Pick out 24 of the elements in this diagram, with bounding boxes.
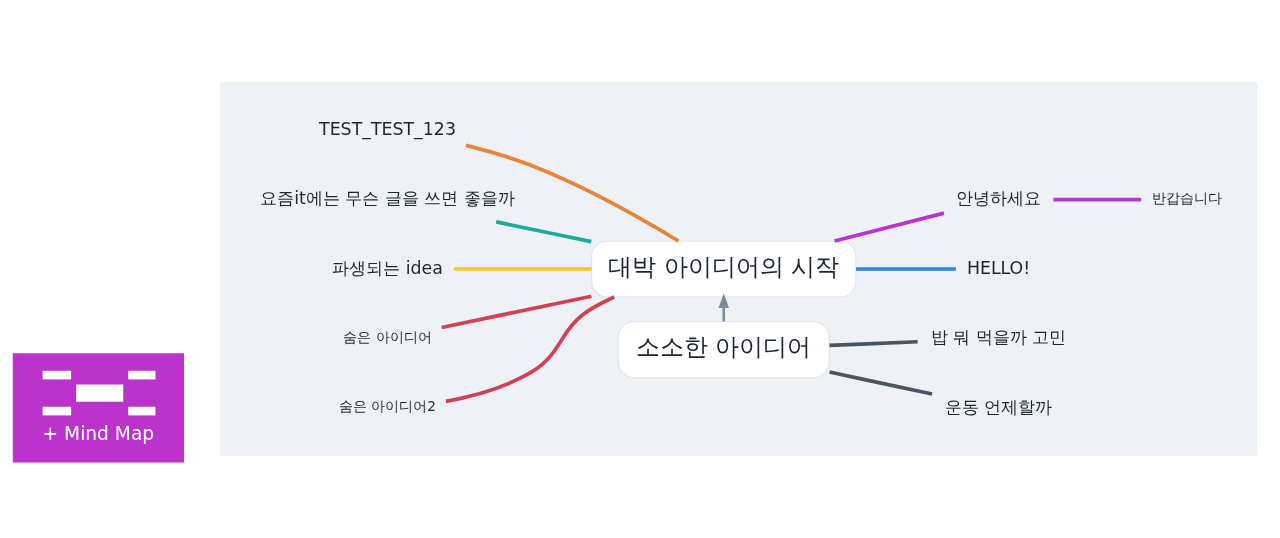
connector (856, 267, 956, 271)
connector (495, 220, 592, 244)
connector (453, 267, 592, 271)
connector (445, 295, 615, 404)
node-box: 소소한 아이디어 (617, 321, 830, 379)
node-text: 파생되는 idea (332, 257, 443, 278)
node-text: 숨은 아이디어2 (339, 398, 437, 415)
connector (1053, 197, 1142, 202)
connector (834, 211, 945, 243)
node-text: HELLO! (966, 257, 1031, 278)
node-text: 요즘it에는 무슨 글을 쓰면 좋을까 (260, 188, 515, 209)
connector (441, 294, 592, 330)
node-text: 밥 뭐 먹을까 고민 (930, 327, 1067, 348)
node-text: 반갑습니다 (1151, 189, 1222, 206)
node-text: TEST_TEST_123 (319, 118, 456, 139)
node-text: 숨은 아이디어 (343, 328, 432, 345)
node-box: 대박 아이디어의 시작 (591, 240, 857, 298)
node-text: 안녕하세요 (956, 188, 1042, 209)
connector (829, 370, 933, 396)
node-box: + Mind Map (12, 353, 185, 463)
cluster (220, 82, 1258, 456)
node-text: 운동 언제할까 (944, 396, 1053, 417)
connector (829, 339, 918, 348)
connector (465, 143, 680, 243)
